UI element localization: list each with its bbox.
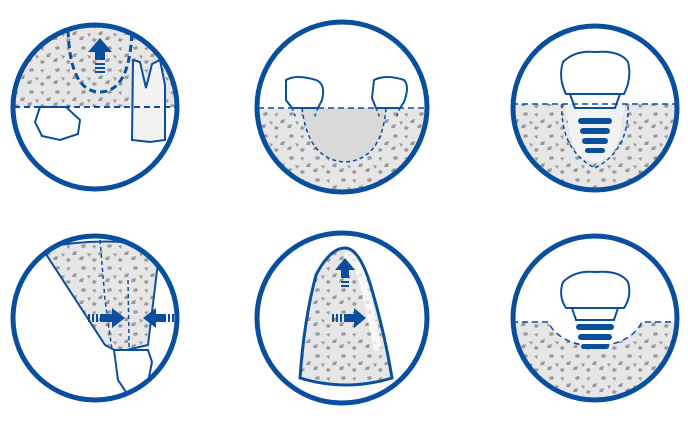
bone-ridge: [42, 241, 160, 352]
panel-ridge-split: [13, 236, 178, 400]
panel-ridge-augmentation: [257, 233, 427, 403]
tooth-right: [372, 77, 407, 108]
abutment: [570, 94, 620, 108]
abutment: [572, 308, 618, 320]
panel-peri-implant-defect: [510, 26, 685, 194]
panel-sinus-lift: [10, 20, 180, 189]
implant-screw: [576, 324, 614, 349]
tooth-left: [286, 77, 323, 108]
crown: [561, 272, 629, 308]
bone-region: [510, 322, 680, 400]
panel-implant-crestal-fill: [510, 236, 680, 400]
crown: [561, 52, 629, 94]
tooth-root-left: [35, 107, 80, 140]
panel-socket-preservation: [255, 22, 430, 198]
